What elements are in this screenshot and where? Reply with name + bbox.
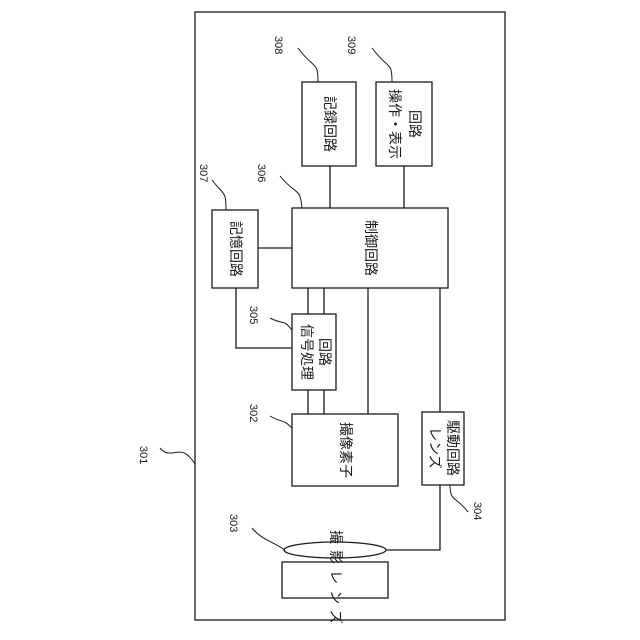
- signal-processing-label-line1: 信号処理: [298, 324, 314, 380]
- lens-drive-circuit-ref: 304: [471, 502, 483, 520]
- control-circuit-ref: 306: [255, 164, 267, 182]
- operation-display-label-line1: 操作・表示: [386, 89, 402, 159]
- photographing-lens-label: 撮影レンズ: [327, 530, 344, 630]
- device-ref: 301: [137, 446, 149, 464]
- memory-circuit-ref: 307: [197, 164, 209, 182]
- lens-drive-label-line1: レンズ: [426, 427, 442, 469]
- operation-display-label-line2: 回路: [406, 110, 422, 138]
- image-sensor-block: 撮像素子: [292, 414, 398, 486]
- image-sensor-ref: 302: [247, 404, 259, 422]
- recording-circuit-label: 記録回路: [321, 96, 338, 152]
- control-circuit-block: 制御回路: [292, 208, 448, 288]
- signal-processing-circuit-ref: 305: [247, 306, 259, 324]
- device-leader: [160, 448, 195, 464]
- operation-display-circuit-block: 操作・表示 回路: [376, 82, 432, 166]
- lens-drive-circuit-block: レンズ 駆動回路: [422, 412, 464, 485]
- control-circuit-label: 制御回路: [362, 220, 378, 276]
- operation-display-circuit-ref: 309: [345, 36, 357, 54]
- lens-ref: 303: [227, 514, 239, 532]
- recording-circuit-ref: 308: [272, 36, 284, 54]
- memory-circuit-label: 記憶回路: [227, 221, 244, 277]
- signal-processing-circuit-block: 信号処理 回路: [292, 314, 336, 390]
- recording-circuit-block: 記録回路: [302, 82, 356, 166]
- image-sensor-label: 撮像素子: [337, 422, 354, 478]
- signal-processing-label-line2: 回路: [316, 338, 332, 366]
- lens-drive-label-line2: 駆動回路: [444, 420, 460, 476]
- memory-circuit-block: 記憶回路: [212, 210, 258, 288]
